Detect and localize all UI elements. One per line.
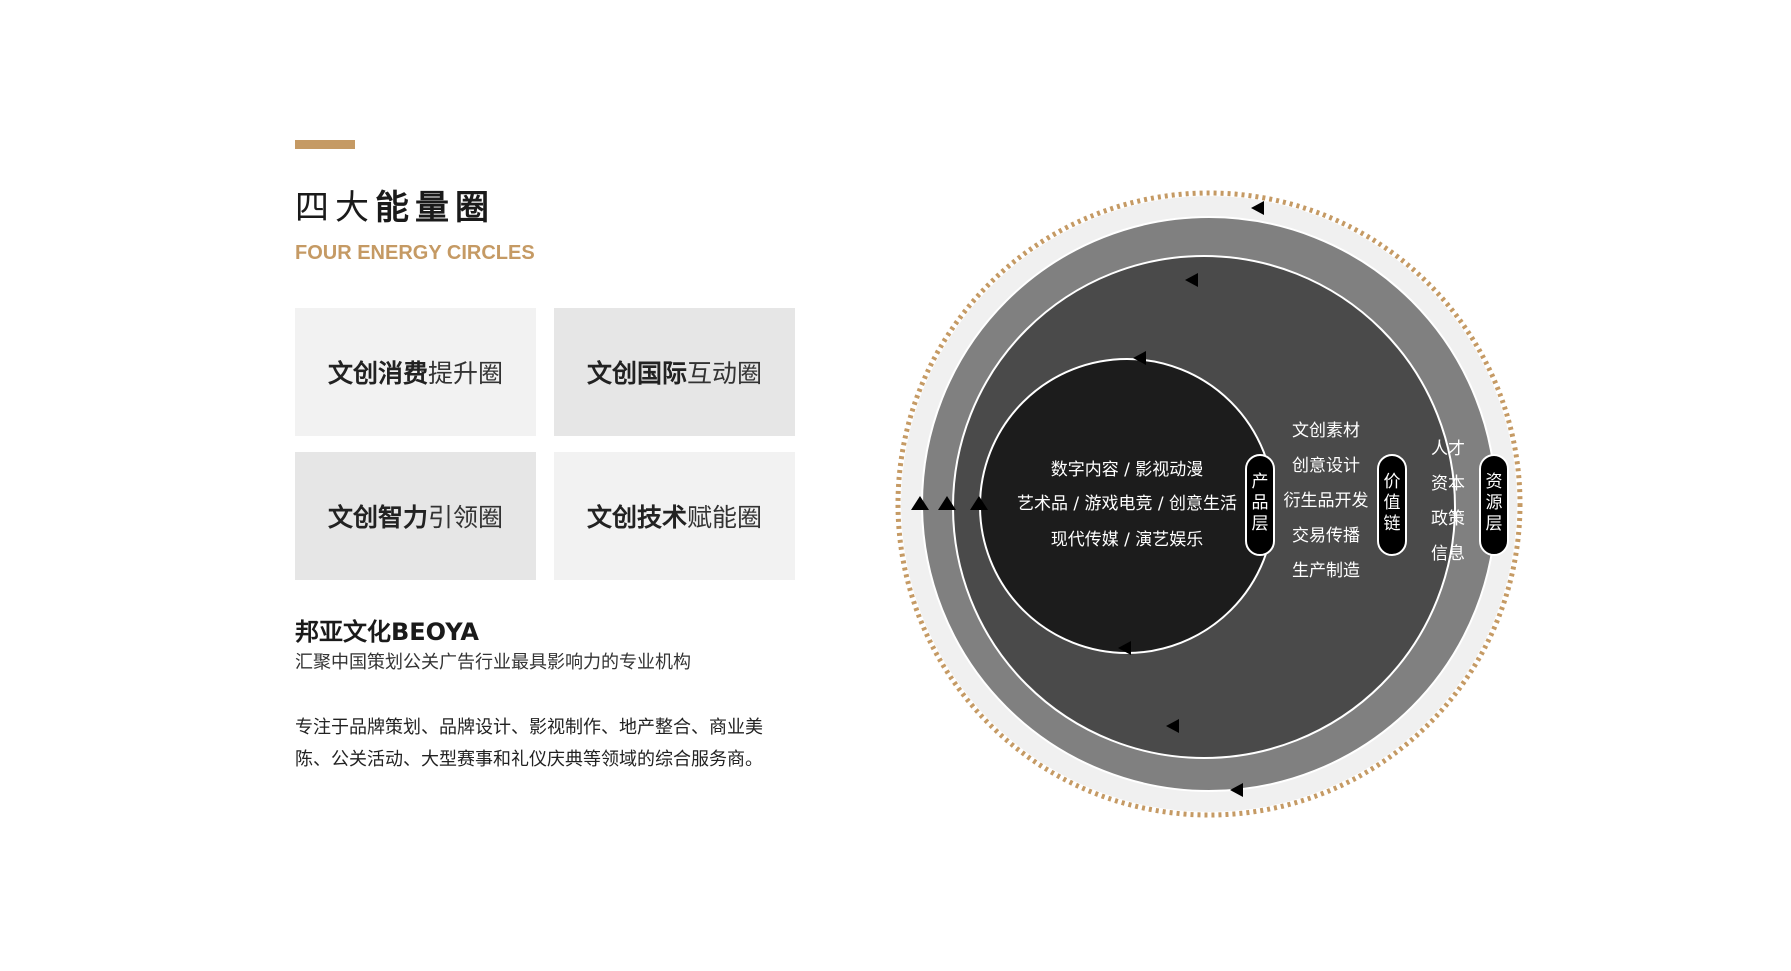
value-item: 创意设计 (1292, 456, 1360, 476)
accent-bar (295, 140, 355, 149)
pill-char: 品 (1252, 493, 1269, 513)
card-bold-text: 文创国际 (586, 359, 687, 388)
card-normal-text: 赋能圈 (687, 503, 763, 532)
arrow-up-icon (911, 496, 929, 510)
resource-item: 信息 (1431, 544, 1465, 564)
page-subtitle: FOUR ENERGY CIRCLES (295, 242, 535, 264)
pill-char: 层 (1486, 514, 1503, 534)
inner-line: 数字内容 / 影视动漫 (1051, 460, 1204, 480)
layer-pill-product: 产 品 层 (1245, 454, 1275, 556)
arrow-up-icon (970, 496, 988, 510)
pill-char: 层 (1252, 514, 1269, 534)
card-international: 文创国际互动圈 (554, 308, 795, 436)
pill-char: 资 (1486, 472, 1503, 492)
arrow-left-icon (1251, 201, 1264, 215)
pill-char: 价 (1384, 472, 1401, 492)
arrow-left-icon (1230, 783, 1243, 797)
dotted-border (895, 190, 1523, 818)
arrow-left-icon (1118, 641, 1131, 655)
card-consumption: 文创消费提升圈 (295, 308, 536, 436)
card-normal-text: 引领圈 (428, 503, 504, 532)
resource-item: 人才 (1431, 439, 1465, 459)
title-bold: 能量圈 (375, 188, 495, 228)
pill-char: 源 (1486, 493, 1503, 513)
card-intelligence: 文创智力引领圈 (295, 452, 536, 580)
card-normal-text: 互动圈 (687, 359, 763, 388)
pill-shape (1479, 454, 1509, 556)
layer-pill-resource: 资 源 层 (1479, 454, 1509, 556)
pill-shape (1377, 454, 1407, 556)
arrow-left-icon (1166, 719, 1179, 733)
card-normal-text: 提升圈 (428, 359, 504, 388)
pill-char: 产 (1252, 472, 1269, 492)
value-item: 生产制造 (1292, 561, 1360, 581)
value-item: 文创素材 (1292, 421, 1360, 441)
inner-line: 艺术品 / 游戏电竞 / 创意生活 (1017, 494, 1237, 514)
layer-pill-value: 价 值 链 (1377, 454, 1407, 556)
company-tagline: 汇聚中国策划公关广告行业最具影响力的专业机构 (295, 652, 691, 673)
card-bold-text: 文创消费 (327, 359, 428, 388)
value-item: 衍生品开发 (1284, 491, 1369, 511)
company-description: 专注于品牌策划、品牌设计、影视制作、地产整合、商业美陈、公关活动、大型赛事和礼仪… (295, 717, 763, 770)
page-title: 四大能量圈 (295, 180, 495, 229)
card-technology: 文创技术赋能圈 (554, 452, 795, 580)
inner-line: 现代传媒 / 演艺娱乐 (1051, 530, 1204, 550)
title-light: 四大 (295, 188, 375, 228)
pill-char: 值 (1384, 493, 1401, 513)
arrow-up-icon (938, 496, 956, 510)
resource-item: 资本 (1431, 474, 1465, 494)
card-bold-text: 文创智力 (327, 503, 428, 532)
value-item: 交易传播 (1292, 526, 1360, 546)
arrow-left-icon (1133, 351, 1146, 365)
card-bold-text: 文创技术 (586, 503, 687, 532)
arrow-left-icon (1185, 273, 1198, 287)
company-name: 邦亚文化BEOYA (295, 618, 479, 646)
pill-shape (1245, 454, 1275, 556)
resource-item: 政策 (1431, 509, 1465, 529)
pill-char: 链 (1384, 514, 1401, 534)
